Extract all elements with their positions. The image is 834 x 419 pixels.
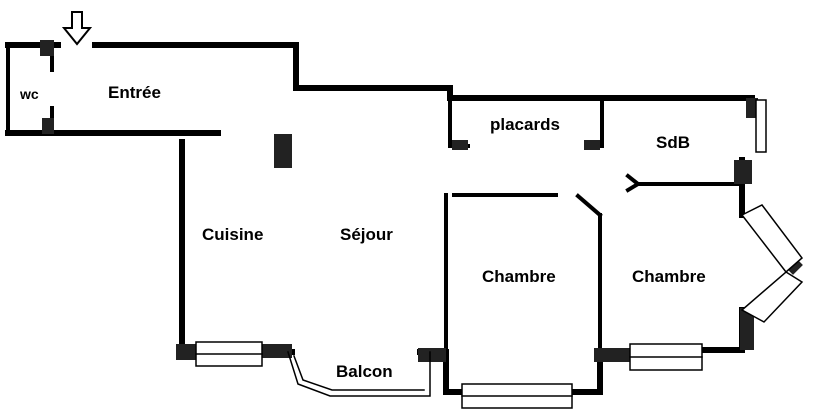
down-arrow-icon [61,11,93,46]
room-label-chambre-1: Chambre [482,267,556,286]
pillar-placards-left [452,140,468,150]
balcony [287,351,431,397]
bay-window-upper [740,204,804,274]
pillar-placards-right [584,140,600,150]
pillars [40,40,803,362]
wall-chambre-door [575,193,603,218]
pillar-balcon-right [418,348,446,362]
room-label-balcon: Balcon [336,362,393,381]
room-label-sejour: Séjour [340,225,393,244]
wall-sdb-door [625,173,642,193]
wall-right-lower [697,307,745,353]
room-label-sdb: SdB [656,133,690,152]
room-label-chambre-2: Chambre [632,267,706,286]
balcony-outline [287,351,431,397]
room-label-placards: placards [490,115,560,134]
room-label-cuisine: Cuisine [202,225,263,244]
pillar-wc-top [40,40,54,56]
pillar-right-bottom [740,308,754,350]
wall-placards-bottom [448,96,470,148]
window-sdb [755,99,767,153]
balcony-inner [293,355,425,391]
bay-window-lower [740,271,804,323]
pillar-chambre-bottom [594,348,630,362]
pillar-sejour [274,134,292,168]
room-label-entree: Entrée [108,83,161,102]
pillar-cuisine-bottom [176,344,198,360]
pillar-right-mid [734,160,752,184]
room-label-wc: wc [19,86,39,102]
pillar-sdb-top [746,98,758,118]
pillar-wc-bottom [42,118,54,134]
windows [195,99,804,409]
wall-placards-right [586,96,604,148]
pillar-sejour-bottom [262,344,292,358]
wall-entree-step [293,42,453,98]
